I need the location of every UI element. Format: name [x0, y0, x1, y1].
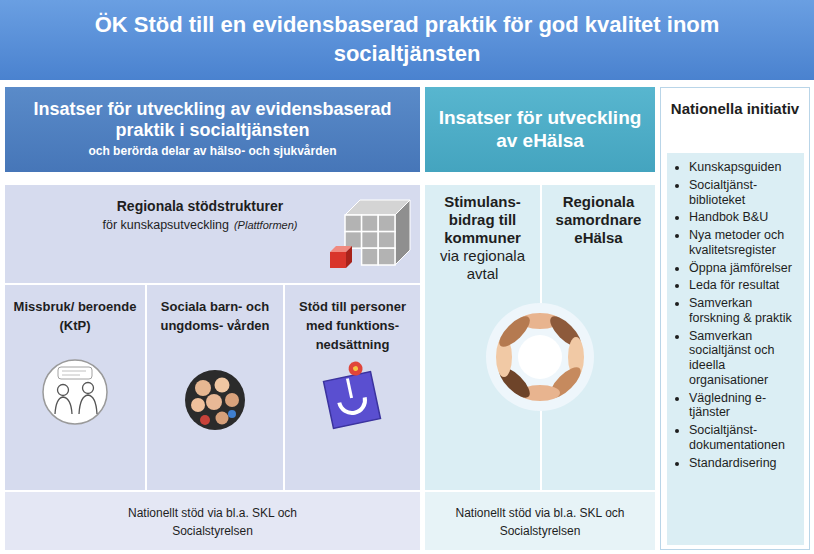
node-text: Nationellt stöd via bl.a. SKL och Social…	[456, 506, 625, 538]
children-photo	[185, 370, 245, 430]
text-row: Regionala stödstrukturer	[75, 197, 325, 215]
text-row: Nationella initiativ	[666, 99, 804, 119]
node-text: via regionala avtal	[440, 247, 525, 282]
initiative-text: Nya metoder och kvalitetsregister	[689, 228, 784, 257]
initiative-text: Standardisering	[689, 456, 777, 470]
node-text: för kunskapsutveckling	[102, 218, 228, 232]
list-item: Vägledning e- tjänster	[689, 391, 800, 421]
people-icon	[43, 360, 107, 424]
node-text: Regionala samordnare eHälsa	[556, 193, 642, 246]
initiative-text: Kunskapsguiden	[689, 160, 781, 174]
region-box: Regionala stödstrukturerför kunskapsutve…	[5, 185, 420, 283]
disability-icon	[321, 359, 381, 429]
list-item: Kunskapsguiden	[689, 160, 800, 175]
panel-footer-bg	[5, 492, 420, 550]
text-row: Regionala samordnare eHälsa	[546, 193, 651, 247]
topic-box: Missbruk/ beroende (KtP)	[5, 285, 145, 490]
text-row: Stimulans- bidrag till kommuner	[429, 193, 536, 247]
text-row: Missbruk/ beroende (KtP)	[13, 297, 137, 335]
title-band: ÖK Stöd till en evidensbaserad praktik f…	[0, 0, 814, 80]
node-text: och berörda delar av hälso- och sjukvård…	[88, 144, 336, 158]
initiative-text: Samverkan socialtjänst och ideella organ…	[689, 329, 774, 387]
initiative-list: KunskapsguidenSocialtjänst- biblioteketH…	[673, 160, 800, 473]
text-row: för kunskapsutveckling (Plattformen)	[75, 215, 325, 235]
hands-circle-photo	[486, 303, 594, 411]
node-text: Insatser för utveckling av eHälsa	[439, 107, 642, 151]
list-item: Nya metoder och kvalitetsregister	[689, 228, 800, 258]
panel-dividers	[5, 284, 420, 491]
topic-box: Sociala barn- och ungdoms- vården	[147, 285, 283, 490]
node-text: Sociala barn- och ungdoms- vården	[160, 299, 269, 333]
bullet-list: KunskapsguidenSocialtjänst- biblioteketH…	[667, 153, 804, 545]
list-item: Socialtjänst- dokumentationen	[689, 423, 800, 453]
list-item: Handbok B&U	[689, 210, 800, 225]
node-text: Nationellt stöd via bl.a. SKL och Social…	[128, 506, 297, 538]
footer-box: Nationellt stöd via bl.a. SKL och Social…	[5, 492, 420, 550]
list-item: Standardisering	[689, 456, 800, 471]
list-item: Socialtjänst- biblioteket	[689, 178, 800, 208]
topic-box: Stöd till personer med funktions- nedsät…	[285, 285, 420, 490]
initiative-text: Handbok B&U	[689, 210, 768, 224]
text-row: Nationellt stöd via bl.a. SKL och Social…	[95, 503, 330, 539]
panel-bg	[5, 185, 420, 550]
node-text: Nationella initiativ	[671, 100, 799, 117]
node-text: Stimulans- bidrag till kommuner	[444, 193, 521, 246]
initiative-text: Leda för resultat	[689, 278, 779, 292]
topic-box: Regionala samordnare eHälsa	[542, 185, 655, 297]
list-item: Leda för resultat	[689, 278, 800, 293]
column-frame	[661, 88, 810, 550]
footer-box: Nationellt stöd via bl.a. SKL och Social…	[425, 492, 655, 550]
text-row: Sociala barn- och ungdoms- vården	[155, 297, 275, 335]
title-text: ÖK Stöd till en evidensbaserad praktik f…	[37, 11, 777, 68]
list-item: Samverkan forskning & praktik	[689, 296, 800, 326]
section-header: Insatser för utveckling av evidensbasera…	[5, 87, 420, 172]
node-text: Stöd till personer med funktions- nedsät…	[299, 299, 406, 352]
initiative-text: Samverkan forskning & praktik	[689, 296, 792, 325]
panel-dividers	[425, 185, 655, 491]
text-row: Insatser för utveckling av eHälsa	[433, 107, 647, 153]
cubes-icon	[330, 200, 410, 268]
panel-footer-bg	[425, 492, 655, 550]
initiative-text: Öppna jämförelser	[689, 261, 792, 275]
initiative-text: Socialtjänst- biblioteket	[689, 178, 757, 207]
list-item: Öppna jämförelser	[689, 261, 800, 276]
initiative-text: Vägledning e- tjänster	[689, 391, 766, 420]
initiative-text: Socialtjänst- dokumentationen	[689, 423, 785, 452]
section-header: Insatser för utveckling av eHälsa	[425, 87, 655, 172]
text-row: Stöd till personer med funktions- nedsät…	[290, 297, 415, 354]
topic-box: Stimulans- bidrag till kommunervia regio…	[425, 185, 540, 297]
node-text: Insatser för utveckling av evidensbasera…	[33, 99, 391, 140]
header-bg	[425, 87, 655, 172]
node-text: (Plattformen)	[234, 219, 298, 231]
list-bg	[667, 153, 804, 545]
node-text: Regionala stödstrukturer	[117, 198, 283, 214]
header-bg	[5, 87, 420, 172]
initiative-column: Nationella initiativKunskapsguidenSocial…	[660, 87, 810, 550]
text-row: Nationellt stöd via bl.a. SKL och Social…	[449, 503, 631, 539]
list-item: Samverkan socialtjänst och ideella organ…	[689, 329, 800, 388]
node-text: Missbruk/ beroende (KtP)	[14, 299, 137, 333]
text-row: och berörda delar av hälso- och sjukvård…	[15, 141, 410, 160]
title-band-bg	[0, 0, 814, 80]
panel-bg	[425, 185, 655, 550]
text-row: Insatser för utveckling av evidensbasera…	[15, 99, 410, 141]
text-row: via regionala avtal	[429, 247, 536, 283]
